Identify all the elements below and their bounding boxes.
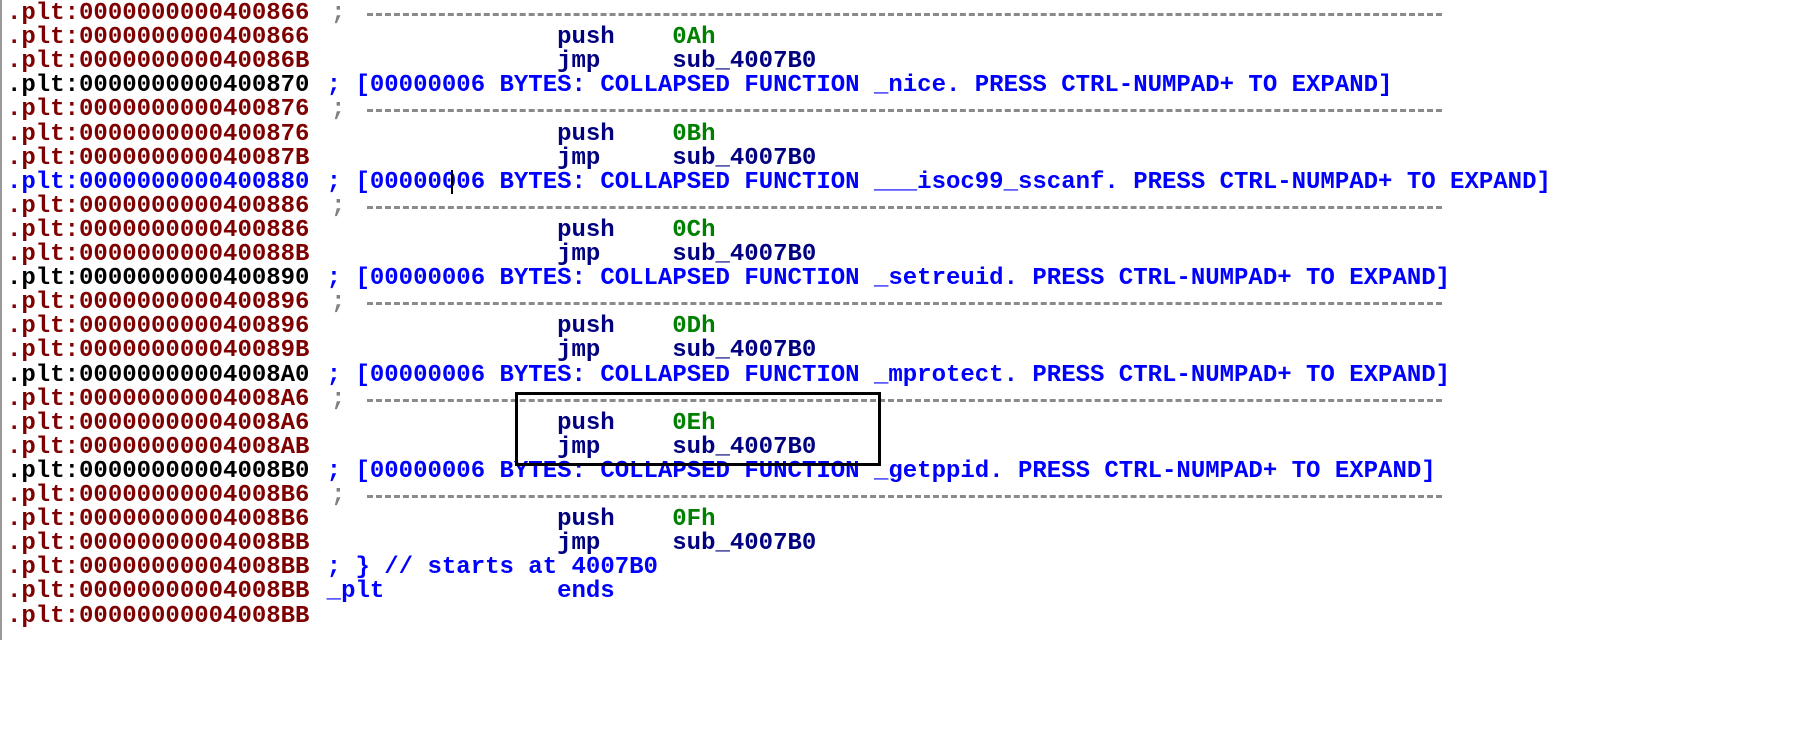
- operand[interactable]: sub_4007B0: [672, 337, 817, 365]
- line-address[interactable]: .plt:0000000000400896: [7, 289, 310, 317]
- operand[interactable]: sub_4007B0: [672, 48, 817, 76]
- mnemonic: push: [557, 120, 615, 148]
- operand: 0Ch: [672, 216, 716, 244]
- disasm-line[interactable]: .plt:00000000004008B0 ; [00000006 BYTES: …: [7, 457, 1807, 485]
- separator-line: [367, 205, 1442, 209]
- line-address[interactable]: .plt:00000000004008B6: [7, 482, 310, 509]
- line-address[interactable]: .plt:000000000040087B: [7, 144, 310, 172]
- disasm-line[interactable]: .plt:000000000040087B jmp sub_4007B0: [7, 144, 1807, 172]
- separator-line: [367, 13, 1442, 16]
- collapsed-function-comment[interactable]: ; [00000006 BYTES: COLLAPSED FUNCTION __…: [326, 168, 1551, 196]
- mnemonic: jmp: [557, 530, 601, 558]
- line-address[interactable]: .plt:000000000040086B: [7, 48, 310, 76]
- operand[interactable]: sub_4007B0: [672, 241, 817, 268]
- text-cursor: [451, 170, 453, 194]
- collapsed-function-comment[interactable]: ; [00000006 BYTES: COLLAPSED FUNCTION _g…: [326, 457, 1436, 485]
- line-address[interactable]: .plt:0000000000400866: [7, 0, 310, 27]
- line-address[interactable]: .plt:0000000000400876: [7, 120, 310, 148]
- line-address[interactable]: .plt:0000000000400866: [7, 24, 310, 52]
- line-address[interactable]: .plt:0000000000400870: [7, 72, 310, 100]
- separator-line: [367, 495, 1442, 498]
- operand: 0Dh: [672, 313, 716, 341]
- operand[interactable]: sub_4007B0: [672, 144, 817, 172]
- line-address[interactable]: .plt:00000000004008A6: [7, 385, 310, 413]
- separator-semicolon: ;: [331, 0, 346, 27]
- disasm-line[interactable]: .plt:0000000000400890 ; [00000006 BYTES: …: [7, 267, 1807, 291]
- operand: 0Eh: [672, 409, 716, 437]
- line-address[interactable]: .plt:00000000004008A6: [7, 409, 310, 437]
- highlight-box: [515, 392, 881, 466]
- mnemonic: push: [557, 409, 615, 437]
- line-address[interactable]: .plt:0000000000400886: [7, 192, 310, 220]
- line-address[interactable]: .plt:0000000000400876: [7, 96, 310, 124]
- line-address[interactable]: .plt:0000000000400890: [7, 265, 310, 293]
- mnemonic: push: [557, 506, 615, 534]
- disasm-line[interactable]: .plt:0000000000400870 ; [00000006 BYTES: …: [7, 74, 1807, 98]
- line-address[interactable]: .plt:00000000004008A0: [7, 361, 310, 389]
- disasm-line[interactable]: .plt:00000000004008BB jmp sub_4007B0: [7, 532, 1807, 556]
- disasm-line[interactable]: .plt:0000000000400866 push 0Ah: [7, 26, 1807, 50]
- line-address[interactable]: .plt:00000000004008B0: [7, 457, 310, 485]
- segment-name: _plt: [326, 578, 385, 606]
- disasm-line[interactable]: .plt:00000000004008A6 push 0Eh: [7, 409, 1807, 437]
- disasm-line[interactable]: .plt:00000000004008BB: [7, 602, 1807, 630]
- operand[interactable]: sub_4007B0: [672, 433, 817, 461]
- line-address[interactable]: .plt:000000000040089B: [7, 337, 310, 365]
- mnemonic: jmp: [557, 144, 601, 172]
- separator-semicolon: ;: [331, 385, 346, 413]
- disasm-line[interactable]: .plt:00000000004008BB ; } // starts at 40…: [7, 556, 1807, 580]
- line-address[interactable]: .plt:0000000000400880: [7, 168, 310, 196]
- separator-semicolon: ;: [331, 289, 346, 317]
- line-address[interactable]: .plt:000000000040088B: [7, 241, 310, 268]
- collapsed-function-comment[interactable]: ; [00000006 BYTES: COLLAPSED FUNCTION _s…: [326, 265, 1451, 293]
- disasm-line[interactable]: .plt:0000000000400886 push 0Ch: [7, 216, 1807, 244]
- disasm-line[interactable]: .plt:00000000004008A6;: [7, 385, 1807, 413]
- operand: 0Bh: [672, 120, 716, 148]
- disasm-line[interactable]: .plt:000000000040089B jmp sub_4007B0: [7, 339, 1807, 363]
- separator-semicolon: ;: [331, 96, 346, 124]
- disasm-line[interactable]: .plt:0000000000400886;: [7, 192, 1807, 220]
- mnemonic: jmp: [557, 433, 601, 461]
- line-address[interactable]: .plt:00000000004008BB: [7, 554, 310, 582]
- mnemonic: jmp: [557, 241, 601, 268]
- disasm-line[interactable]: .plt:0000000000400876;: [7, 98, 1807, 122]
- mnemonic: push: [557, 313, 615, 341]
- disasm-line[interactable]: .plt:00000000004008B6 push 0Fh: [7, 508, 1807, 532]
- separator-semicolon: ;: [331, 482, 346, 509]
- disasm-line[interactable]: .plt:0000000000400880 ; [00000006 BYTES: …: [7, 168, 1807, 196]
- disasm-line[interactable]: .plt:0000000000400896;: [7, 291, 1807, 315]
- line-address[interactable]: .plt:00000000004008BB: [7, 578, 310, 606]
- disasm-line[interactable]: .plt:00000000004008B6;: [7, 484, 1807, 508]
- line-address[interactable]: .plt:00000000004008BB: [7, 602, 310, 630]
- disasm-line[interactable]: .plt:0000000000400876 push 0Bh: [7, 120, 1807, 148]
- disasm-line[interactable]: .plt:0000000000400866;: [7, 2, 1807, 26]
- separator-line: [367, 109, 1442, 113]
- disasm-line[interactable]: .plt:000000000040086B jmp sub_4007B0: [7, 50, 1807, 74]
- line-address[interactable]: .plt:00000000004008BB: [7, 530, 310, 558]
- collapsed-function-comment[interactable]: ; [00000006 BYTES: COLLAPSED FUNCTION _n…: [326, 72, 1393, 100]
- disasm-line[interactable]: .plt:00000000004008BB _plt ends: [7, 580, 1807, 604]
- collapsed-function-comment[interactable]: ; } // starts at 4007B0: [326, 554, 658, 582]
- segment-ends-directive: ends: [557, 578, 615, 606]
- operand[interactable]: sub_4007B0: [672, 530, 817, 558]
- separator-line: [367, 302, 1442, 306]
- disassembly-view[interactable]: .plt:0000000000400866;.plt:0000000000400…: [0, 0, 1812, 640]
- mnemonic: jmp: [557, 337, 601, 365]
- mnemonic: push: [557, 216, 615, 244]
- operand: 0Fh: [672, 506, 716, 534]
- line-address[interactable]: .plt:00000000004008B6: [7, 506, 310, 534]
- mnemonic: push: [557, 24, 615, 52]
- line-address[interactable]: .plt:0000000000400896: [7, 313, 310, 341]
- separator-semicolon: ;: [331, 192, 346, 220]
- mnemonic: jmp: [557, 48, 601, 76]
- operand: 0Ah: [672, 24, 716, 52]
- line-address[interactable]: .plt:00000000004008AB: [7, 433, 310, 461]
- disasm-line[interactable]: .plt:00000000004008AB jmp sub_4007B0: [7, 433, 1807, 461]
- line-address[interactable]: .plt:0000000000400886: [7, 216, 310, 244]
- disasm-line[interactable]: .plt:0000000000400896 push 0Dh: [7, 315, 1807, 339]
- disasm-line[interactable]: .plt:000000000040088B jmp sub_4007B0: [7, 243, 1807, 267]
- collapsed-function-comment[interactable]: ; [00000006 BYTES: COLLAPSED FUNCTION _m…: [326, 361, 1451, 389]
- disasm-line[interactable]: .plt:00000000004008A0 ; [00000006 BYTES: …: [7, 361, 1807, 389]
- separator-line: [367, 398, 1442, 402]
